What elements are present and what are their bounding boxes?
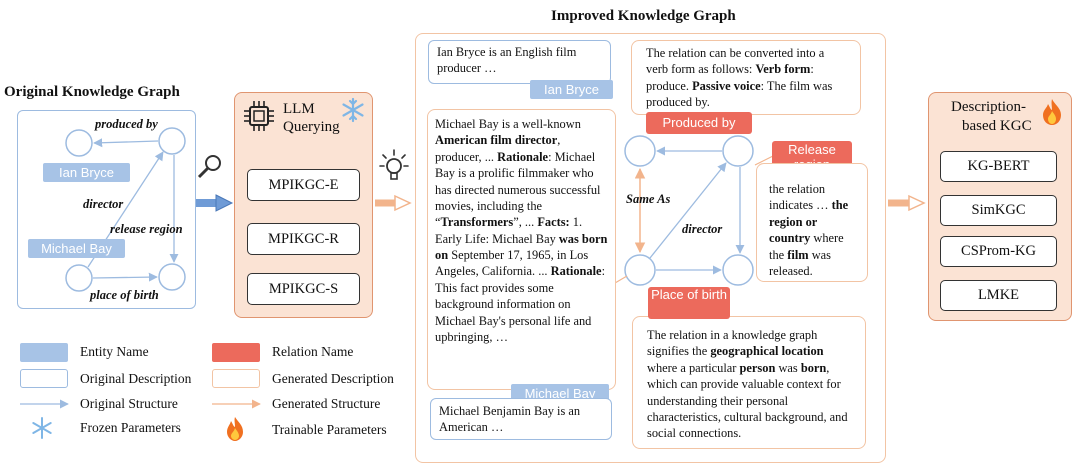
node-ian-original xyxy=(65,129,93,157)
michael-bay-original-description: Michael Benjamin Bay is an American … xyxy=(430,398,612,440)
description-fragment: Facts: xyxy=(537,215,570,230)
place-of-birth-description: The relation in a knowledge graph signif… xyxy=(632,316,866,449)
place-of-birth-relation-label: Place of birth xyxy=(648,287,730,319)
description-fragment: 1. Early Life: Michael Bay xyxy=(435,215,583,246)
lightbulb-icon xyxy=(377,148,411,184)
description-fragment: ”, ... xyxy=(513,215,538,230)
improved-graph-title: Improved Knowledge Graph xyxy=(551,8,736,24)
llm-title-line2: Querying xyxy=(283,119,340,135)
node-film-original xyxy=(158,127,186,155)
description-fragment: film xyxy=(787,247,809,262)
label-release-region: release region xyxy=(110,222,183,236)
description-fragment: American film director xyxy=(435,133,558,148)
model-mpikgc-r: MPIKGC-R xyxy=(247,223,360,255)
node-michael-original xyxy=(65,264,93,292)
description-fragment: was released. xyxy=(769,247,831,278)
description-fragment: : produce. xyxy=(646,62,814,93)
description-fragment: , producer, ... xyxy=(435,133,561,164)
description-fragment: the relation indicates … xyxy=(769,182,832,213)
chip-icon xyxy=(242,99,276,133)
description-fragment: Transformers xyxy=(440,215,514,230)
description-fragment: Michael Bay is a well-known xyxy=(435,117,581,131)
label-director: director xyxy=(83,197,124,211)
description-fragment: where a particular xyxy=(647,360,740,375)
description-fragment: the region or country xyxy=(769,198,849,246)
description-fragment: Rationale xyxy=(550,264,602,279)
description-fragment: geographical location xyxy=(710,344,824,359)
kgc-model-kg-bert: KG-BERT xyxy=(940,151,1057,182)
ian-bryce-description: Ian Bryce is an English film producer … xyxy=(428,40,611,84)
legend-entity-swatch xyxy=(20,343,68,362)
legend-entity-name: Entity Name xyxy=(80,344,149,359)
node-region-original xyxy=(158,263,186,291)
description-fragment: Passive voice xyxy=(692,78,761,93)
kgc-model-lmke: LMKE xyxy=(940,280,1057,311)
kgc-title-line1: Description- xyxy=(951,99,1026,115)
entity-ian-bryce: Ian Bryce xyxy=(43,163,130,182)
kgc-title-line2: based KGC xyxy=(962,118,1032,134)
llm-title-line1: LLM xyxy=(283,101,315,117)
fire-icon xyxy=(224,416,246,442)
snowflake-icon xyxy=(30,416,54,440)
magnifier-icon xyxy=(196,153,224,181)
description-fragment: born xyxy=(800,360,827,375)
original-graph-title: Original Knowledge Graph xyxy=(4,84,180,100)
description-fragment: The relation in a knowledge graph signif… xyxy=(647,328,818,359)
label-same-as: Same As xyxy=(626,192,671,206)
description-fragment: was born on xyxy=(435,231,608,262)
model-mpikgc-s: MPIKGC-S xyxy=(247,273,360,305)
description-fragment: was xyxy=(775,360,801,375)
model-mpikgc-e: MPIKGC-E xyxy=(247,169,360,201)
legend-generated-desc-swatch xyxy=(212,369,260,388)
label-place-of-birth: place of birth xyxy=(90,288,159,302)
snowflake-icon xyxy=(340,97,366,123)
kgc-model-csprom-kg: CSProm-KG xyxy=(940,236,1057,267)
description-fragment: , which can provide valuable context for… xyxy=(647,360,848,441)
legend-original-description: Original Description xyxy=(80,371,192,386)
release-region-description: the relation indicates … the region or c… xyxy=(756,163,868,282)
label-produced-by: produced by xyxy=(95,117,158,131)
produced-by-relation-label: Produced by xyxy=(646,112,752,134)
michael-bay-generated-description: Michael Bay is a well-known American fil… xyxy=(427,109,616,390)
legend-generated-structure: Generated Structure xyxy=(272,396,381,411)
description-fragment: : This fact provides some background inf… xyxy=(435,264,606,344)
description-fragment: September 17, 1965, in Los Angeles, Cali… xyxy=(435,248,589,279)
legend-relation-swatch xyxy=(212,343,260,362)
description-fragment: Verb form xyxy=(755,62,811,77)
description-fragment: where the xyxy=(769,231,844,262)
legend-frozen-parameters: Frozen Parameters xyxy=(80,420,181,435)
fire-icon xyxy=(1040,98,1064,126)
ian-bryce-entity-label: Ian Bryce xyxy=(530,80,613,99)
description-fragment: Rationale xyxy=(497,149,549,164)
kgc-model-simkgc: SimKGC xyxy=(940,195,1057,226)
produced-by-description: The relation can be converted into a ver… xyxy=(631,40,861,115)
legend-trainable-parameters: Trainable Parameters xyxy=(272,422,387,437)
description-fragment: : Michael Bay is a prolific filmmaker wh… xyxy=(435,149,601,230)
legend-original-desc-swatch xyxy=(20,369,68,388)
legend-original-structure: Original Structure xyxy=(80,396,178,411)
label-director-improved: director xyxy=(682,222,723,236)
description-fragment: person xyxy=(739,360,776,375)
legend-generated-description: Generated Description xyxy=(272,371,394,386)
description-fragment: : The film was produced by. xyxy=(646,78,833,110)
description-fragment: The relation can be converted into a ver… xyxy=(646,46,825,77)
legend-relation-name: Relation Name xyxy=(272,344,354,359)
entity-michael-bay: Michael Bay xyxy=(28,239,125,258)
